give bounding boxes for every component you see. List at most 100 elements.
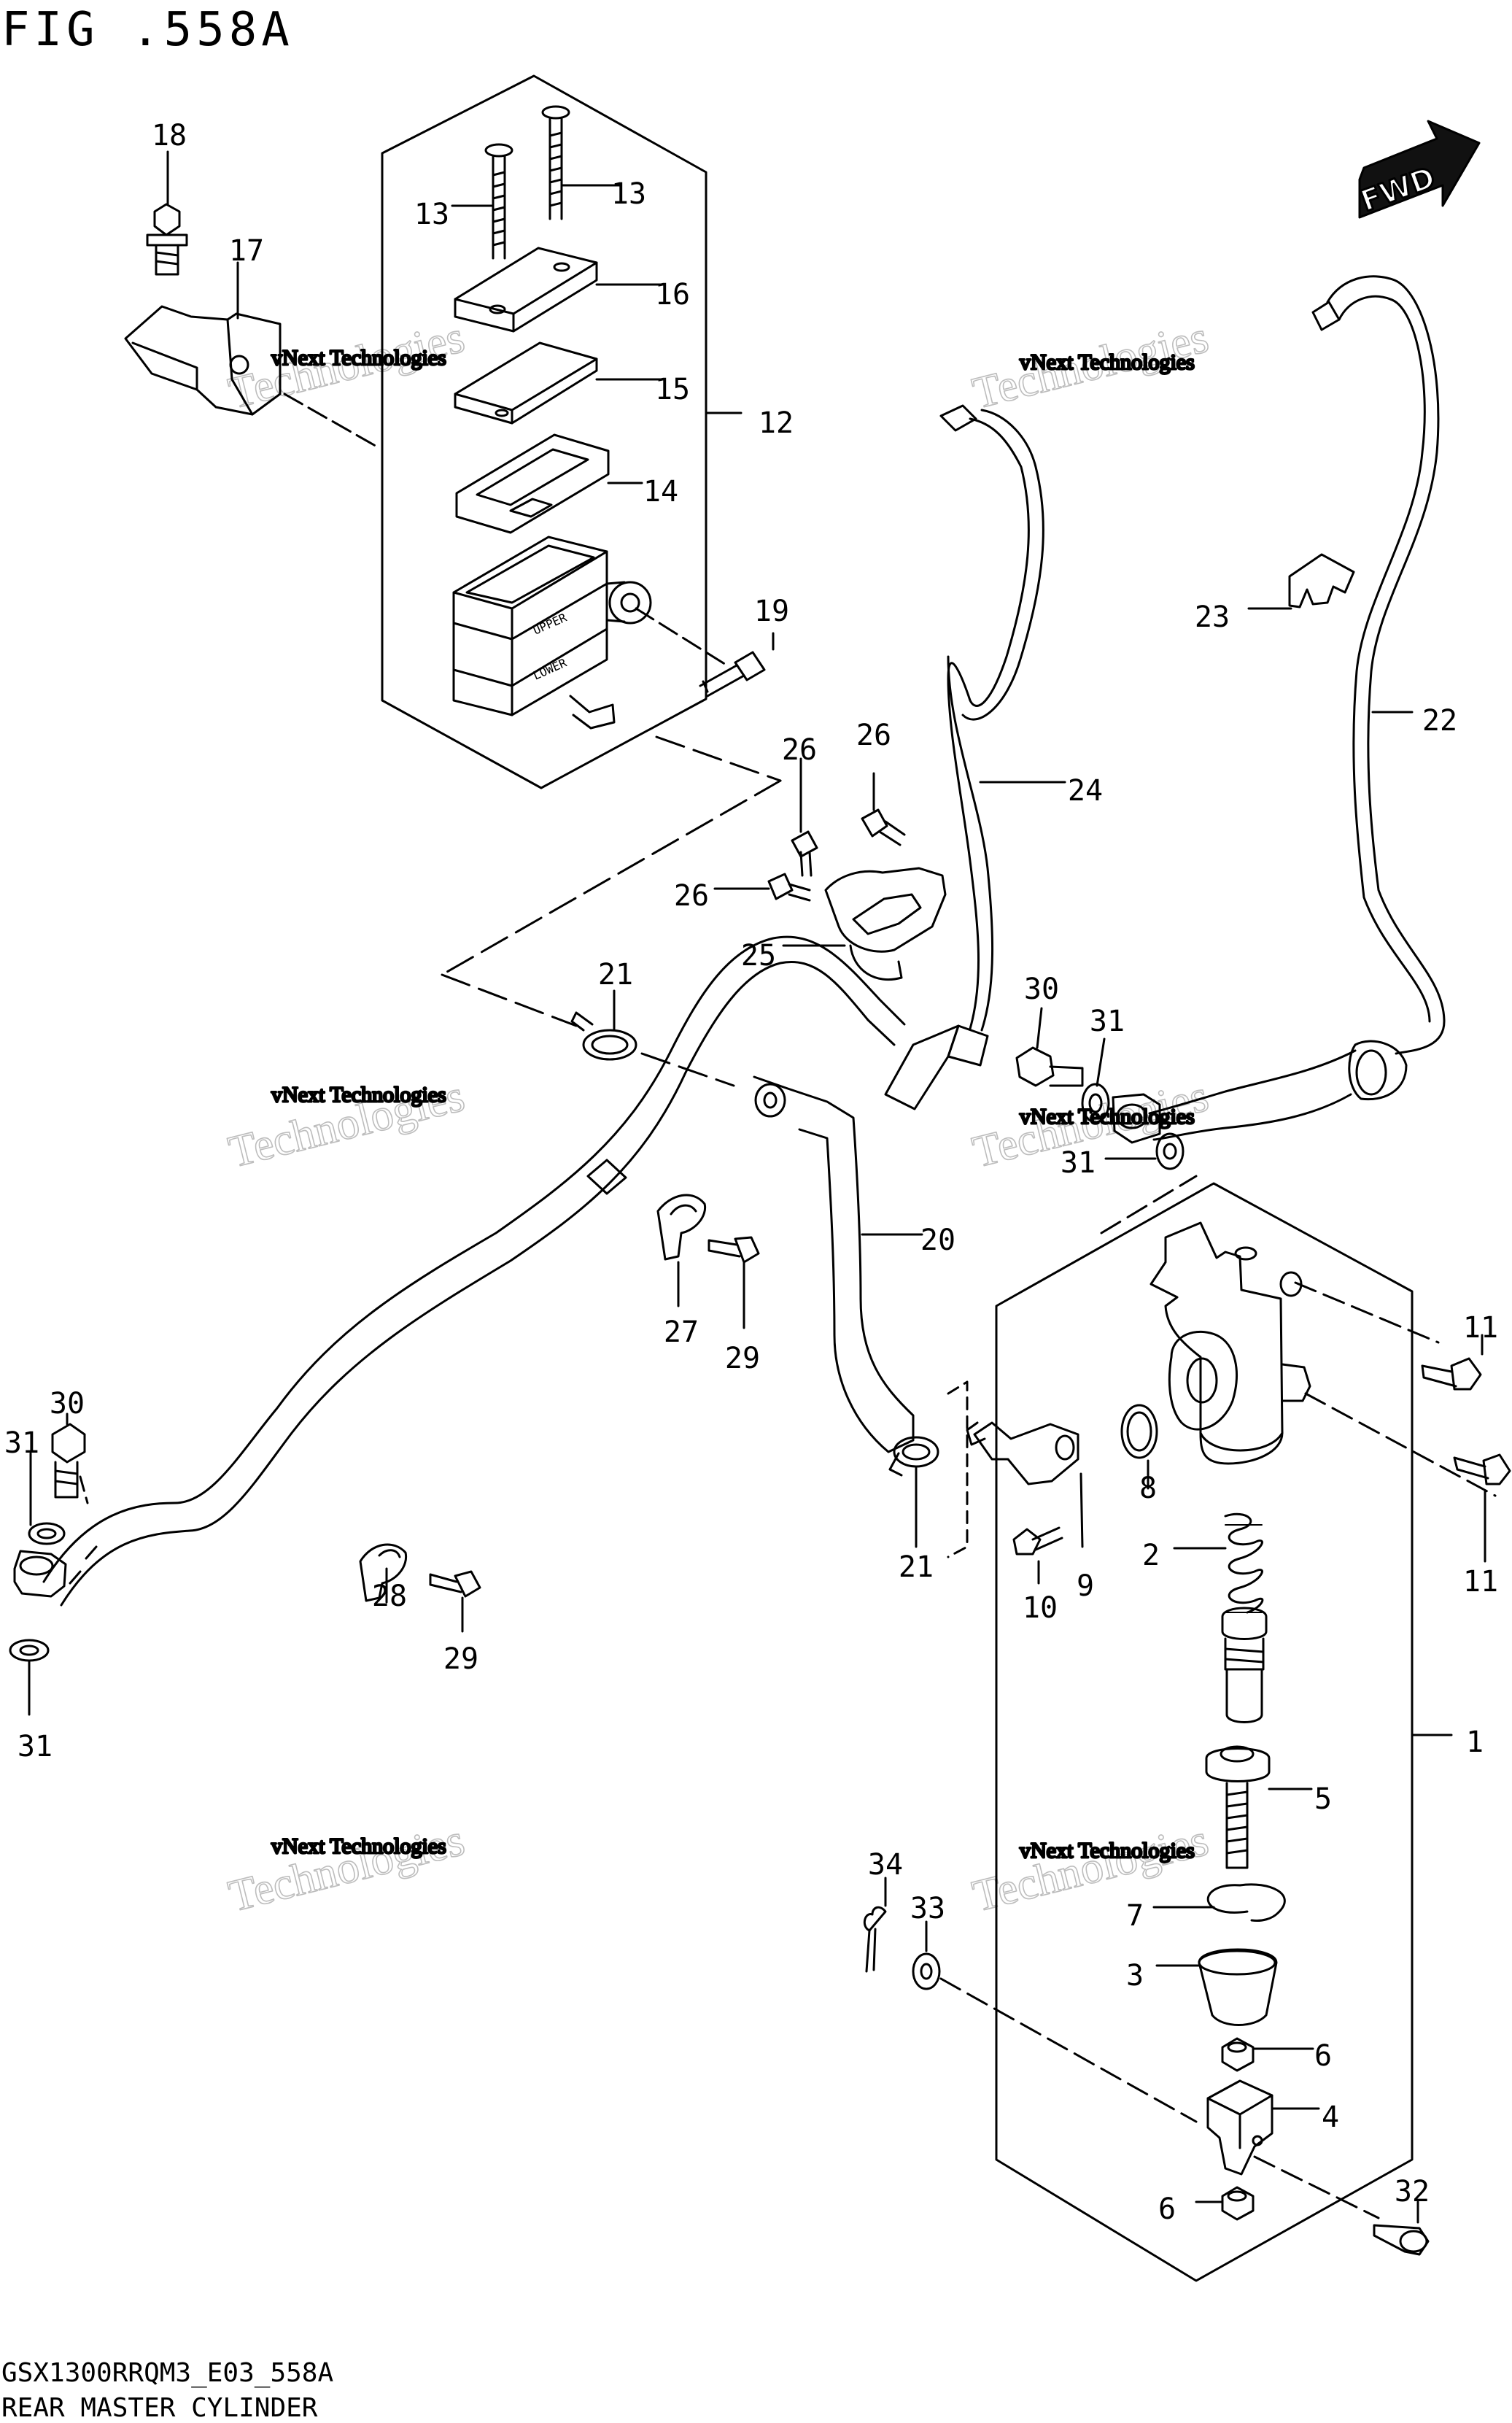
hose-bracket-25 [782, 867, 947, 981]
svg-text:vNext Technologies: vNext Technologies [1020, 350, 1195, 374]
callout-label-18: 18 [152, 119, 187, 152]
nut-6-upper [1221, 2037, 1314, 2072]
callout-label-20: 20 [920, 1224, 955, 1257]
hose-clip-23 [1247, 553, 1355, 610]
circlip-7 [1152, 1883, 1286, 1922]
banjo-fitting-left [13, 1550, 67, 1598]
reservoir-cap-16 [454, 247, 665, 333]
callout-label-30: 30 [50, 1387, 85, 1421]
callout-label-25: 25 [741, 939, 776, 973]
hose-clamp-21-bottom [888, 1436, 939, 1548]
callout-label-29: 29 [725, 1342, 760, 1375]
bolt-11-lower [1453, 1453, 1511, 1563]
screw-10 [1012, 1526, 1063, 1585]
callout-label-31: 31 [18, 1730, 53, 1763]
bolt-11-upper [1421, 1334, 1484, 1391]
callout-label-26: 26 [674, 879, 709, 913]
bolt-29-lower [429, 1570, 481, 1633]
hose-clamp-21-top [570, 989, 637, 1061]
guide-lines [441, 735, 782, 1087]
svg-text:vNext Technologies: vNext Technologies [271, 1834, 446, 1858]
guide-line-left [79, 1475, 89, 1504]
clevis-4 [1206, 2079, 1380, 2219]
banjo-bolt-30-left [51, 1413, 86, 1499]
callout-label-19: 19 [754, 595, 789, 628]
callout-label-3: 3 [1126, 1959, 1144, 1993]
figure-code: GSX1300RRQM3_E03_558A [1, 2358, 334, 2388]
bolt-19 [699, 632, 775, 697]
figure-title: FIG .558A [1, 3, 294, 57]
callout-label-31: 31 [4, 1426, 39, 1460]
callout-label-15: 15 [655, 373, 690, 406]
svg-text:LOWER: LOWER [531, 656, 569, 683]
hose-clip-27 [656, 1194, 707, 1307]
hose-clip-28 [359, 1543, 408, 1604]
callout-label-11: 11 [1463, 1565, 1498, 1599]
callout-label-23: 23 [1195, 600, 1230, 634]
reservoir-body: UPPER LOWER [452, 536, 731, 730]
svg-text:vNext Technologies: vNext Technologies [271, 346, 446, 370]
callout-label-2: 2 [1142, 1539, 1160, 1572]
screw-13-right [541, 105, 621, 220]
bolt-26-b [861, 772, 906, 846]
piston [1221, 1607, 1268, 1723]
reservoir-group-outline [381, 74, 743, 789]
callout-label-17: 17 [229, 234, 264, 268]
callout-label-21: 21 [598, 958, 633, 992]
callout-label-6: 6 [1158, 2192, 1176, 2226]
callout-label-32: 32 [1395, 2175, 1430, 2208]
screw-13-left [451, 143, 513, 260]
callout-label-30: 30 [1024, 973, 1059, 1006]
svg-text:Technologies: Technologies [968, 1815, 1213, 1922]
brake-hose-24 [884, 404, 1066, 1110]
washer-31-right-a [1081, 1037, 1110, 1124]
spring-2 [1173, 1512, 1264, 1614]
callout-label-13: 13 [414, 198, 449, 231]
callout-label-22: 22 [1422, 704, 1457, 738]
master-cylinder-body [1149, 1221, 1497, 1497]
banjo-fitting-right [1112, 1093, 1161, 1144]
figure-name: REAR MASTER CYLINDER [1, 2393, 318, 2423]
pushrod-5 [1205, 1745, 1313, 1869]
hose-connector-9 [966, 1421, 1084, 1548]
watermark-group: Technologies vNext Technologies Technolo… [223, 312, 1214, 1922]
o-ring-8 [1120, 1404, 1158, 1490]
callout-label-9: 9 [1077, 1569, 1094, 1603]
bolt-18 [146, 150, 188, 276]
callout-label-5: 5 [1314, 1782, 1332, 1816]
callout-label-27: 27 [664, 1315, 699, 1349]
callout-label-16: 16 [655, 278, 690, 312]
diaphragm-plate-15 [454, 341, 665, 425]
callout-label-12: 12 [759, 406, 794, 440]
callout-label-34: 34 [868, 1848, 903, 1882]
callout-label-31: 31 [1061, 1146, 1096, 1180]
fwd-arrow-icon: FWD [1355, 120, 1481, 220]
callout-label-28: 28 [372, 1580, 407, 1613]
washer-33 [912, 1920, 1198, 2123]
callout-label-6: 6 [1314, 2039, 1332, 2073]
callout-label-26: 26 [856, 719, 891, 752]
callout-label-33: 33 [910, 1892, 945, 1925]
banjo-bolt-30-right [1015, 1007, 1084, 1087]
bolt-29-upper [707, 1236, 760, 1329]
clevis-pin-32 [1373, 2200, 1430, 2256]
svg-text:Technologies: Technologies [224, 1815, 469, 1922]
callout-label-13: 13 [611, 177, 646, 211]
diaphragm-14 [455, 433, 643, 534]
master-cylinder-group-outline [947, 1182, 1453, 2282]
callout-label-7: 7 [1126, 1899, 1144, 1933]
guide-line-right [1100, 1175, 1198, 1234]
callout-label-24: 24 [1068, 774, 1103, 808]
cotter-pin-34 [863, 1877, 887, 1973]
callout-label-26: 26 [782, 733, 817, 767]
callout-label-11: 11 [1463, 1311, 1498, 1345]
callout-label-10: 10 [1023, 1591, 1058, 1625]
bolt-26-c [713, 873, 811, 902]
svg-text:vNext Technologies: vNext Technologies [271, 1083, 446, 1107]
callout-label-4: 4 [1322, 2101, 1339, 2134]
callout-label-14: 14 [643, 475, 678, 509]
callout-label-1: 1 [1466, 1726, 1484, 1759]
